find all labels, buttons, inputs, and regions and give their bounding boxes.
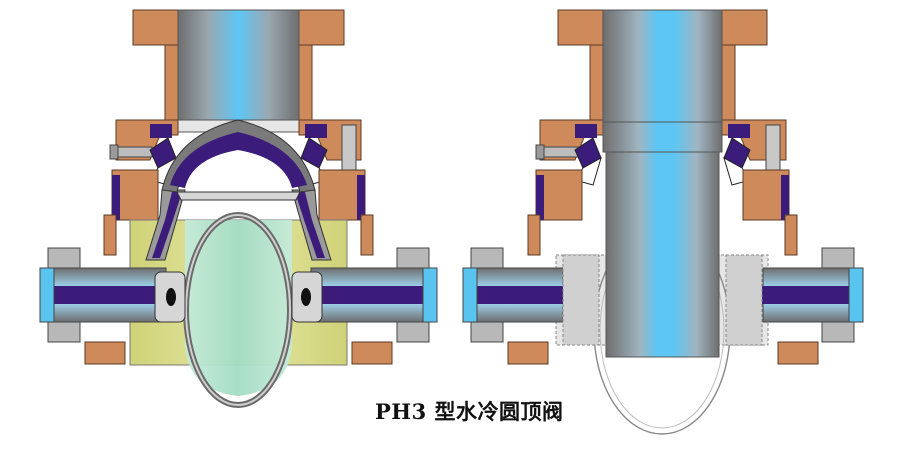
dome-icon — [161, 119, 316, 201]
valve-open-view — [462, 9, 864, 435]
pivot-shaft-left-open — [462, 247, 600, 365]
middle-housing-open — [527, 169, 798, 256]
inlet-pipe — [177, 9, 300, 123]
pivot-shaft-right — [291, 247, 438, 365]
diagram-caption: PH3 型水冷圆顶阀 — [375, 399, 564, 424]
upper-housing — [109, 119, 362, 208]
material-zone — [185, 220, 292, 396]
pivot-shaft-left — [39, 247, 186, 365]
cooling-arm-right — [291, 189, 332, 261]
open-bore-pipe — [602, 9, 723, 358]
valve-closed-view — [39, 9, 438, 408]
pivot-shaft-right-open — [725, 247, 864, 365]
cooling-arm-left — [145, 189, 186, 261]
middle-housing — [103, 169, 374, 256]
inflatable-seal-left-open — [574, 137, 602, 186]
